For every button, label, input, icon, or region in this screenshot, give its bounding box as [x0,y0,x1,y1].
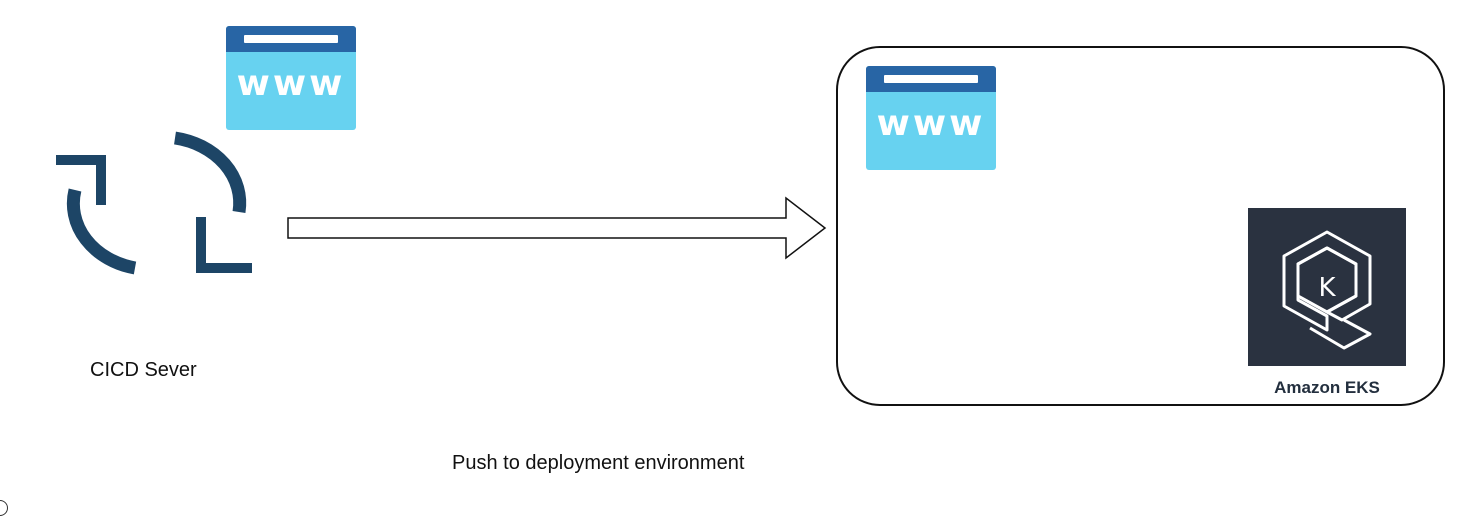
www-title-bar [226,26,356,52]
right-arrow-icon [287,196,827,260]
cicd-server-label: CICD Sever [90,359,197,381]
www-text: www [236,63,346,104]
www-title-bar [866,66,996,92]
www-address-line [244,35,338,43]
refresh-cycle-icon [56,131,252,275]
www-address-line [884,75,978,83]
corner-circle-icon [0,500,8,516]
amazon-eks-label: Amazon EKS [1274,378,1380,397]
amazon-eks-icon: K [1248,208,1406,366]
www-text: www [876,103,986,144]
deployed-www-icon: www [866,66,996,170]
cicd-www-icon: www [226,26,356,130]
eks-k-glyph: K [1318,273,1336,303]
push-label: Push to deployment environment [452,452,745,474]
